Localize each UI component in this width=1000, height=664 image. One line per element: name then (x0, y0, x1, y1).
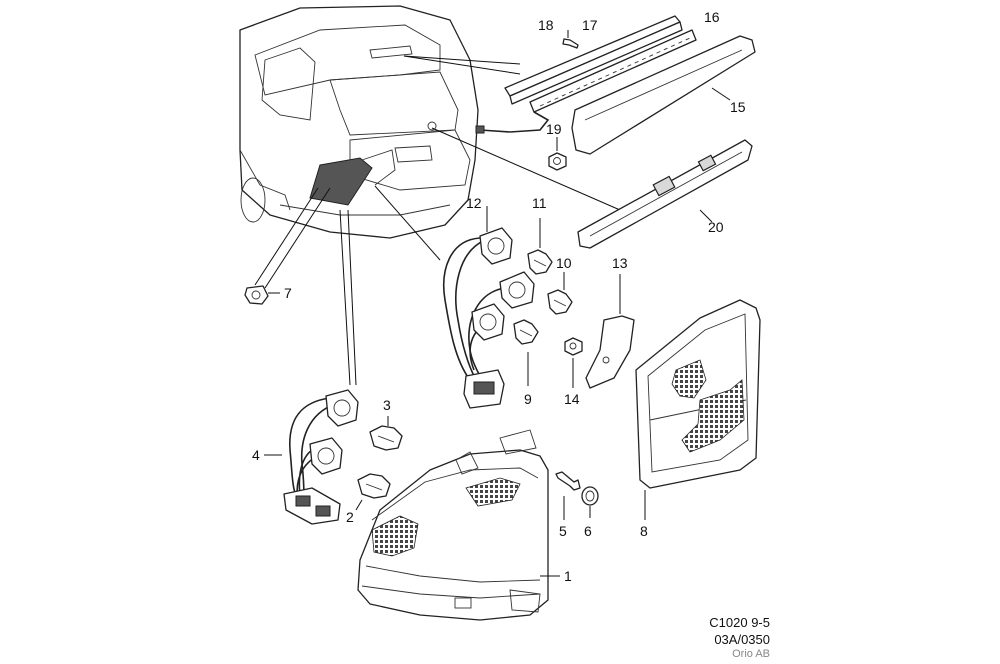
car-rear-illustration (239, 5, 621, 386)
callout-19: 19 (546, 121, 562, 137)
callout-3: 3 (383, 397, 391, 413)
part-19-nut (548, 137, 567, 171)
part-7-clip (244, 285, 280, 305)
part-11-bulb (527, 218, 553, 275)
callout-17: 17 (582, 17, 598, 33)
callout-2: 2 (346, 509, 354, 525)
callout-4: 4 (252, 447, 260, 463)
callout-16: 16 (704, 9, 720, 25)
callout-20: 20 (708, 219, 724, 235)
callout-13: 13 (612, 255, 628, 271)
callout-12: 12 (466, 195, 482, 211)
part-8-inner-lamp (635, 299, 761, 520)
brand-credit: Orio AB (732, 648, 770, 660)
part-15-brake-light-lens (571, 35, 756, 155)
callout-15: 15 (730, 99, 746, 115)
part-20-mounting-rail (577, 139, 753, 249)
callout-5: 5 (559, 523, 567, 539)
part-9-bulb (513, 319, 539, 386)
diagram-code: C1020 9-5 (709, 615, 770, 630)
callout-14: 14 (564, 391, 580, 407)
callout-9: 9 (524, 391, 532, 407)
callout-10: 10 (556, 255, 572, 271)
callout-7: 7 (284, 285, 292, 301)
callout-11: 11 (532, 195, 547, 211)
part-2-bulb (355, 473, 391, 511)
part-17-light-strip-base (504, 15, 683, 105)
part-13-bracket (585, 274, 635, 389)
callout-1: 1 (564, 568, 572, 584)
part-6-cap (581, 486, 599, 518)
part-1-tail-lamp-housing (357, 429, 560, 621)
part-10-bulb (547, 272, 573, 315)
part-4-bulb-harness (264, 389, 359, 525)
part-3-bulb (369, 416, 403, 451)
part-18-screw (562, 30, 579, 49)
part-12-bulb-harness (443, 206, 535, 409)
callout-18: 18 (538, 17, 554, 33)
part-14-nut (564, 337, 583, 388)
diagram-revision: 03A/0350 (714, 632, 770, 647)
part-16-led-circuit (475, 29, 697, 134)
callout-8: 8 (640, 523, 648, 539)
callout-labels: 18 17 16 15 19 20 12 11 10 13 7 9 14 3 4… (252, 9, 746, 584)
part-5-screw (555, 471, 581, 520)
callout-6: 6 (584, 523, 592, 539)
